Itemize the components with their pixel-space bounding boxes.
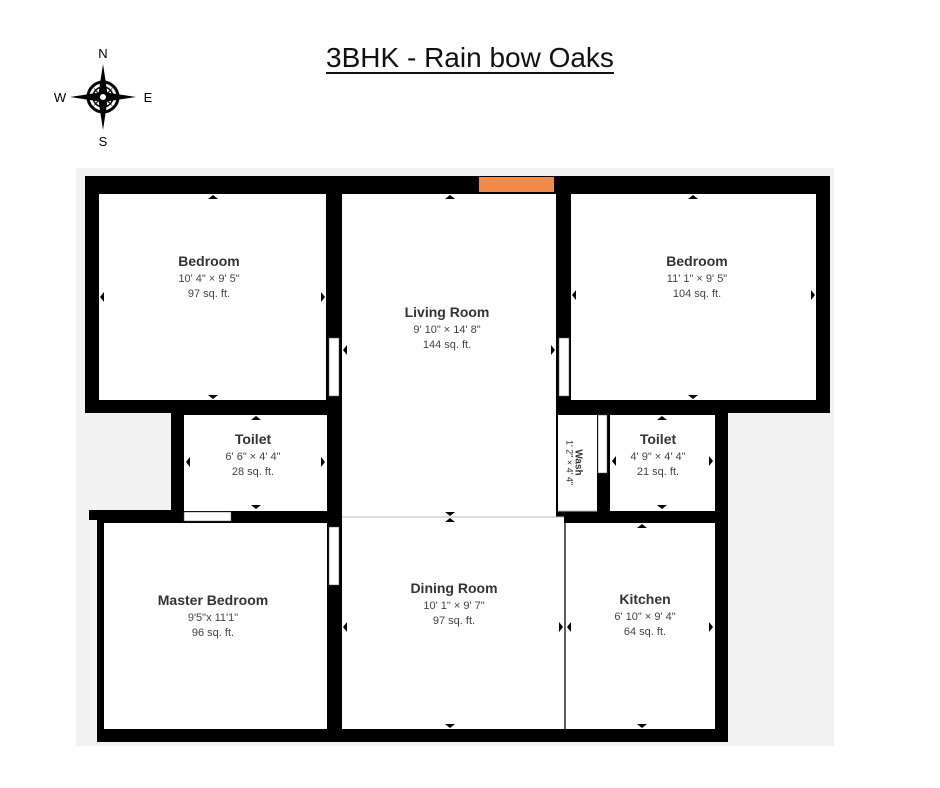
room-dimensions: 6' 6" × 4' 4" xyxy=(225,451,281,463)
plan-title: 3BHK - Rain bow Oaks xyxy=(326,42,614,73)
room-area: 144 sq. ft. xyxy=(422,339,472,351)
room-dimensions: 9' 10" × 14' 8" xyxy=(413,324,481,336)
floor-toilet-e xyxy=(610,415,715,511)
room-dining[interactable]: Dining Room 10' 1" × 9' 7" 97 sq. ft. xyxy=(354,580,554,629)
room-bedroom-nw[interactable]: Bedroom 10' 4" × 9' 5" 97 sq. ft. xyxy=(109,253,309,302)
room-toilet-w[interactable]: Toilet 6' 6" × 4' 4" 28 sq. ft. xyxy=(193,431,313,480)
room-dimensions: 10' 1" × 9' 7" xyxy=(423,600,485,612)
room-name: Master Bedroom xyxy=(157,592,269,608)
room-master-bedroom[interactable]: Master Bedroom 9'5"x 11'1" 96 sq. ft. xyxy=(113,592,313,641)
room-area: 96 sq. ft. xyxy=(191,627,235,639)
room-area: 64 sq. ft. xyxy=(623,626,667,638)
room-dimensions: 11' 1" × 9' 5" xyxy=(666,273,728,285)
room-dimensions: 9'5"x 11'1" xyxy=(187,612,239,624)
floor-kitchen xyxy=(566,523,715,729)
room-area: 97 sq. ft. xyxy=(187,288,231,300)
room-name: Kitchen xyxy=(619,591,671,607)
room-name: Bedroom xyxy=(178,253,240,269)
room-bedroom-ne[interactable]: Bedroom 11' 1" × 9' 5" 104 sq. ft. xyxy=(597,253,797,302)
compass-north-label: N xyxy=(98,46,107,61)
door-bedroom-ne xyxy=(558,337,570,397)
compass-rose-icon: N S W E xyxy=(52,42,156,150)
compass-west-label: W xyxy=(54,90,67,105)
room-name: Toilet xyxy=(234,431,272,447)
room-area: 28 sq. ft. xyxy=(231,466,275,478)
floor-living xyxy=(342,194,556,517)
room-dimensions: 4' 9" × 4' 4" xyxy=(630,451,686,463)
main-entrance-door xyxy=(479,177,554,192)
room-name: Toilet xyxy=(639,431,677,447)
door-toilet-e xyxy=(597,414,608,474)
floor-toilet-w xyxy=(184,415,327,511)
floor-bedroom-ne xyxy=(571,194,816,400)
room-name: Dining Room xyxy=(410,580,498,596)
floor-wash xyxy=(558,415,597,511)
compass-south-label: S xyxy=(99,134,108,149)
room-wash[interactable]: Wash 1' 2" × 4' 4" xyxy=(563,428,584,498)
door-toilet-w xyxy=(183,511,232,522)
room-dimensions: 1' 2" × 4' 4" xyxy=(564,439,575,486)
compass-east-label: E xyxy=(144,90,153,105)
door-bedroom-nw xyxy=(328,337,340,397)
room-area: 104 sq. ft. xyxy=(672,288,722,300)
room-kitchen[interactable]: Kitchen 6' 10" × 9' 4" 64 sq. ft. xyxy=(575,591,715,640)
room-name: Living Room xyxy=(404,304,490,320)
room-living[interactable]: Living Room 9' 10" × 14' 8" 144 sq. ft. xyxy=(347,304,547,353)
door-master xyxy=(328,526,340,586)
room-area: 21 sq. ft. xyxy=(636,466,680,478)
room-dimensions: 10' 4" × 9' 5" xyxy=(178,273,240,285)
floor-bedroom-nw xyxy=(99,194,326,400)
room-dimensions: 6' 10" × 9' 4" xyxy=(614,611,676,623)
room-toilet-e[interactable]: Toilet 4' 9" × 4' 4" 21 sq. ft. xyxy=(603,431,713,480)
room-area: 97 sq. ft. xyxy=(432,615,476,627)
room-name: Bedroom xyxy=(666,253,728,269)
floor-master xyxy=(104,523,327,729)
floor-dining xyxy=(342,517,564,729)
